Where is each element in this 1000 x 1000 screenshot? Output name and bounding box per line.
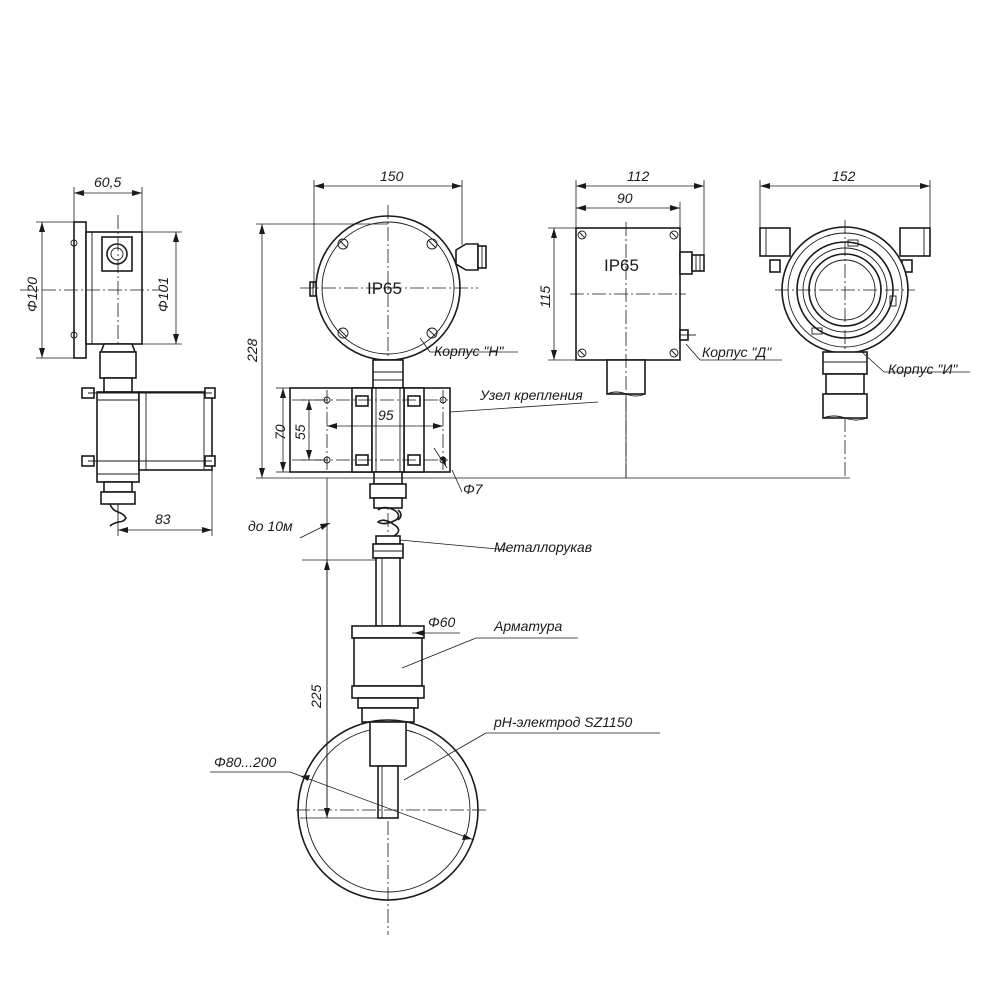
housing-d-dimensions: [548, 180, 782, 361]
label-housing-h: Корпус "Н": [434, 343, 504, 359]
housing-i: [759, 220, 931, 478]
dim-total-height: 228: [244, 338, 260, 363]
dim-hole-diameter: Φ7: [463, 481, 484, 497]
dim-fitting-diameter: Φ60: [428, 614, 456, 630]
label-cable-length: до 10м: [248, 518, 293, 534]
housing-d-ip: IP65: [604, 256, 639, 275]
dim-d-height: 115: [537, 285, 553, 308]
dim-mount-inner: 55: [292, 424, 308, 440]
side-view: [20, 187, 216, 536]
dim-mount-outer: 70: [272, 424, 288, 440]
label-housing-i: Корпус "И": [888, 361, 958, 377]
dim-d-inner: 90: [617, 190, 633, 206]
dim-h-width: 150: [380, 168, 404, 184]
dim-mount-hole-span: 95: [378, 407, 394, 423]
label-mount: Узел крепления: [479, 387, 583, 403]
label-housing-d: Корпус "Д": [702, 344, 772, 360]
housing-h-ip: IP65: [367, 279, 402, 298]
dim-pipe-diameter: Φ80...200: [214, 754, 277, 770]
mount-dimensions: [276, 387, 599, 493]
label-hose: Металлорукав: [494, 539, 592, 555]
housing-h: [300, 205, 487, 935]
cable-and-probe: [210, 394, 660, 901]
dim-i-width: 152: [832, 168, 856, 184]
dim-side-phi-inner: Φ101: [155, 277, 171, 312]
mount-assembly: [289, 387, 451, 509]
dim-side-phi-outer: Φ120: [24, 277, 40, 312]
dim-side-bracket: 83: [155, 511, 171, 527]
label-electrode: pH-электрод SZ1150: [493, 714, 632, 730]
housing-i-dimensions: [759, 180, 970, 373]
housing-d: [570, 222, 705, 478]
dim-d-outer: 112: [627, 168, 650, 184]
dim-insertion-depth: 225: [308, 684, 324, 709]
dim-side-width: 60,5: [94, 174, 121, 190]
housing-h-dimensions: [256, 180, 850, 479]
label-fitting: Арматура: [493, 618, 562, 634]
